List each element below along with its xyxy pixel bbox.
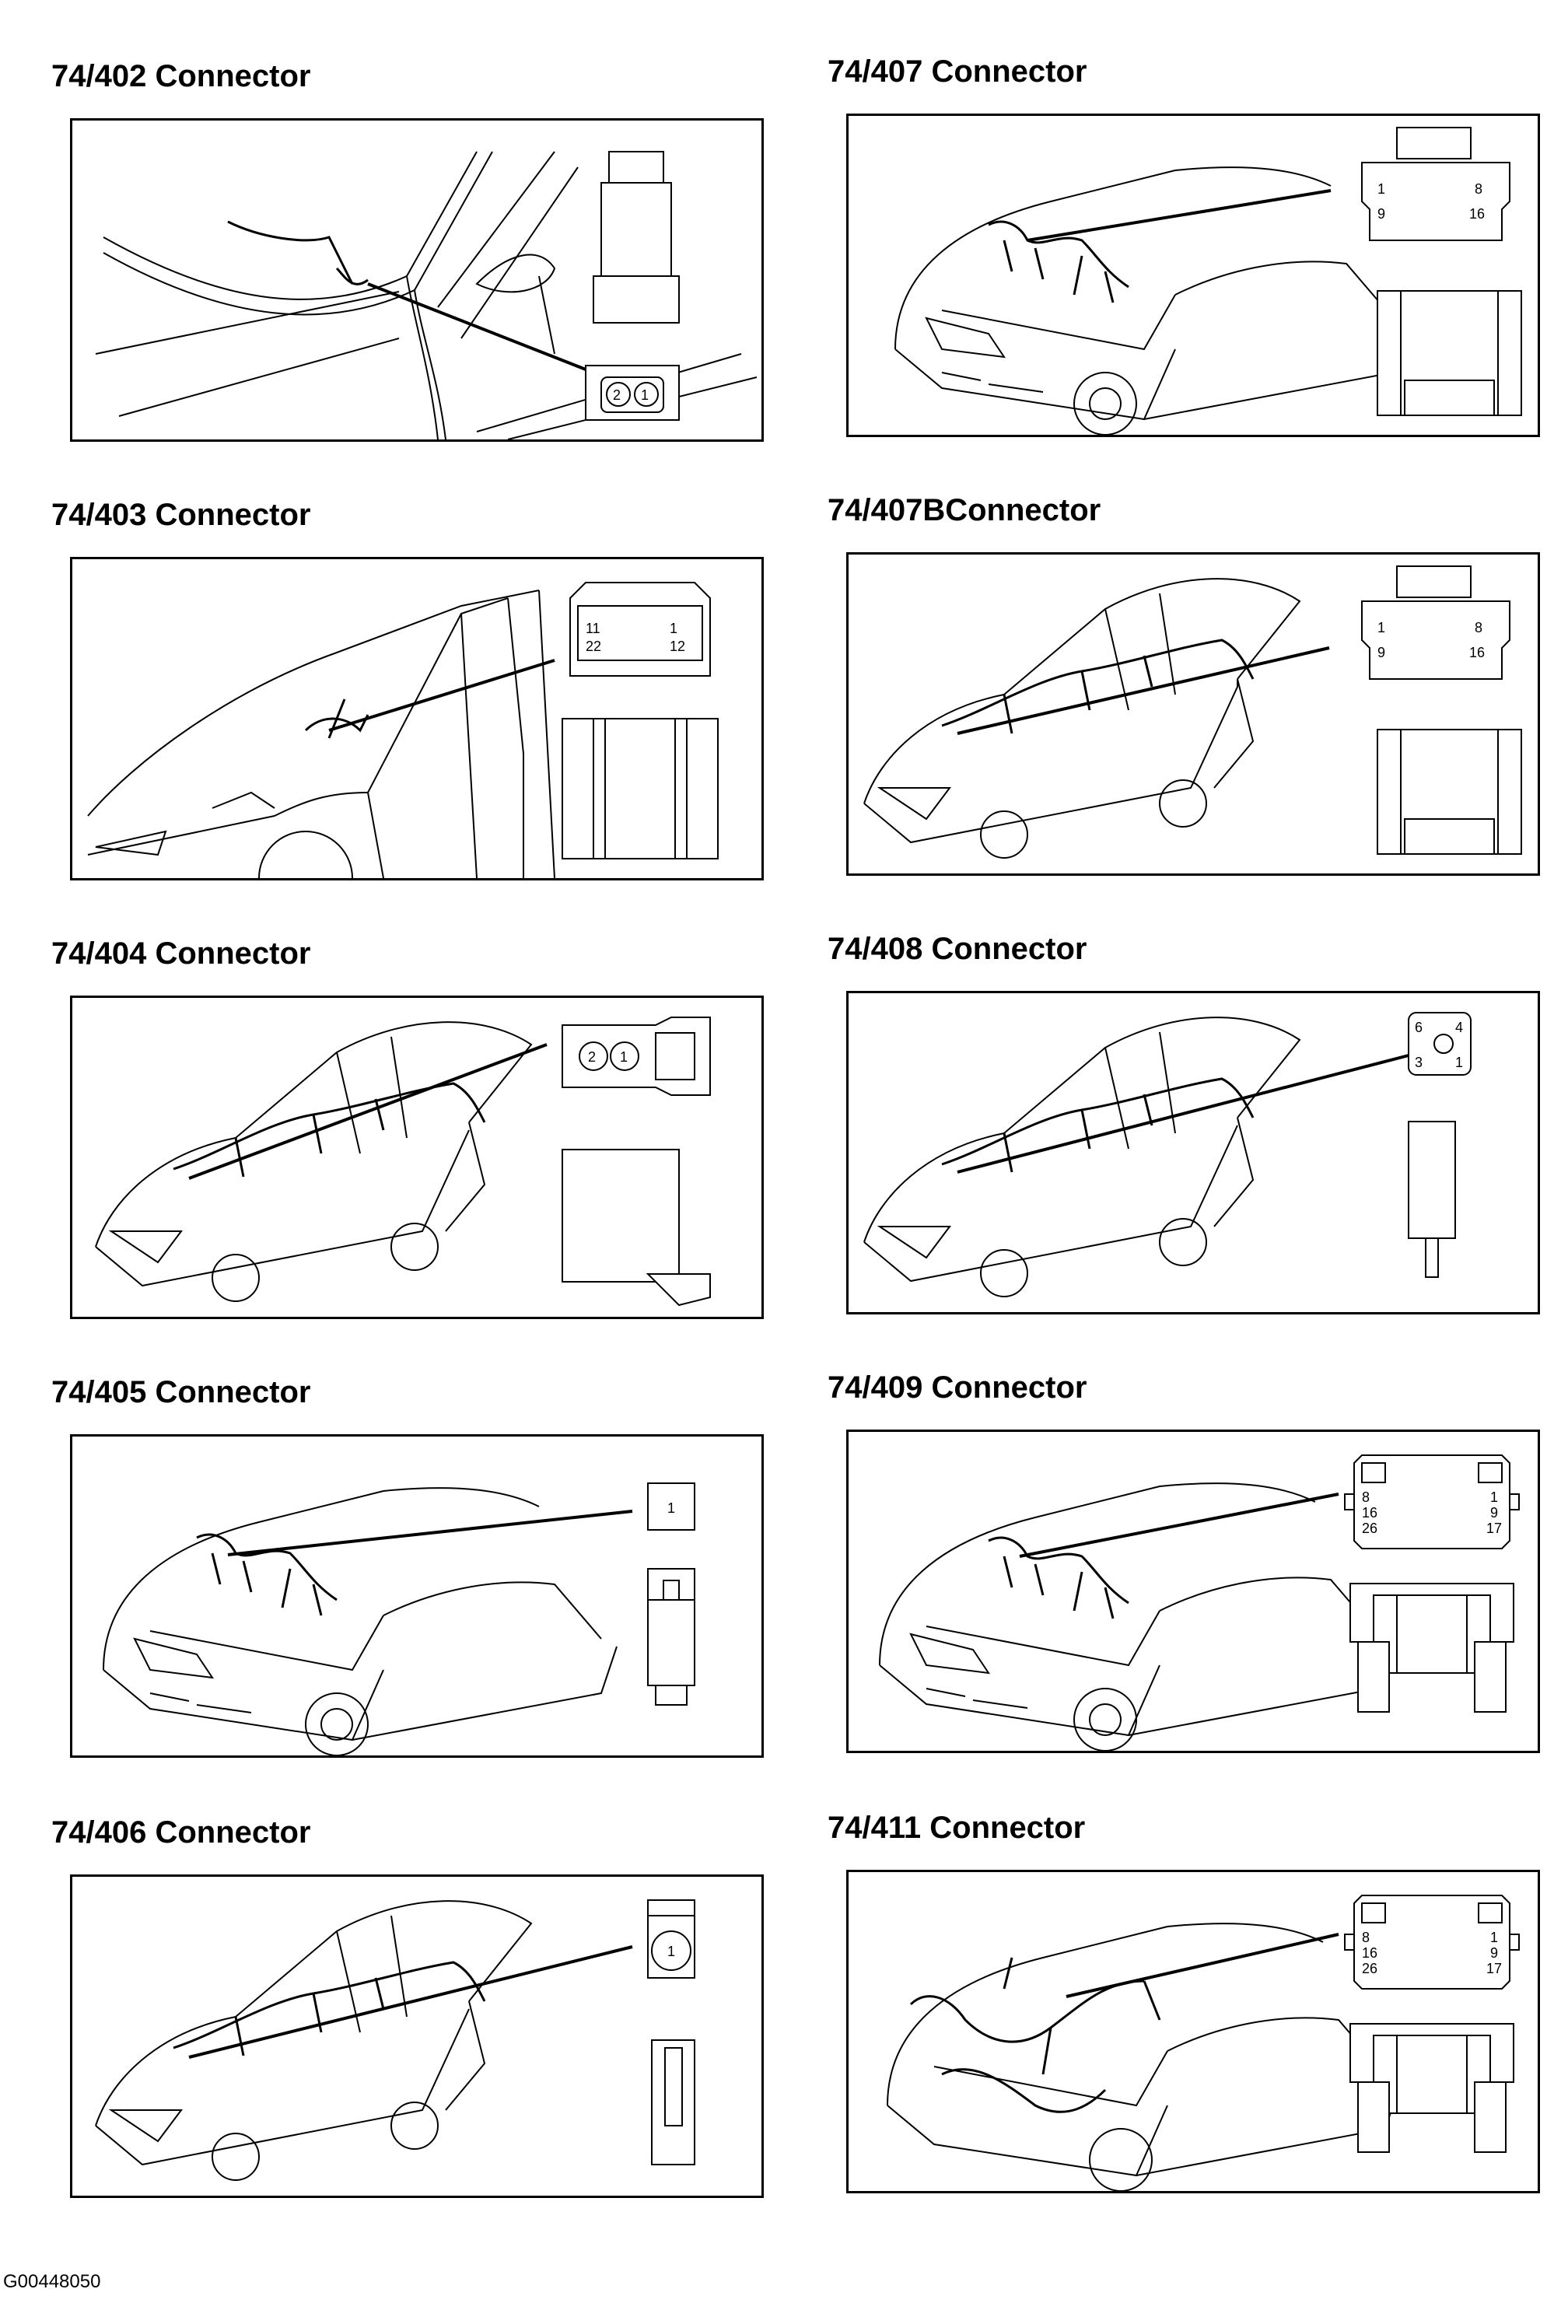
pin-label: 1 xyxy=(620,1049,628,1065)
panel-74-407b: 1 8 9 16 xyxy=(846,552,1540,876)
title-74-403: 74/403 Connector xyxy=(51,498,311,532)
title-74-406: 74/406 Connector xyxy=(51,1815,311,1850)
pin-label: 16 xyxy=(1362,1945,1377,1961)
pin-label: 1 xyxy=(1377,620,1385,635)
pin-label: 26 xyxy=(1362,1521,1377,1536)
pin-label: 16 xyxy=(1469,206,1485,222)
figure-code: G00448050 xyxy=(3,2271,101,2292)
connector-407-drawing: 1 8 9 16 xyxy=(1361,127,1522,416)
pin-label: 4 xyxy=(1455,1020,1463,1035)
pin-label: 2 xyxy=(613,387,621,403)
pin-label: 8 xyxy=(1362,1489,1370,1505)
pin-label: 1 xyxy=(667,1500,675,1516)
car-full-illustration xyxy=(863,1017,1409,1297)
car-front-illustration xyxy=(879,1482,1394,1751)
pin-label: 8 xyxy=(1475,620,1482,635)
pin-label: 1 xyxy=(1377,181,1385,197)
pin-label: 12 xyxy=(670,639,685,654)
pin-label: 1 xyxy=(1490,1489,1498,1505)
pin-label: 1 xyxy=(1455,1055,1463,1070)
car-front-illustration xyxy=(103,1487,633,1755)
pin-label: 9 xyxy=(1490,1945,1498,1961)
connector-409-drawing: 8 1 16 9 26 17 xyxy=(1344,1454,1520,1713)
pin-label: 8 xyxy=(1362,1930,1370,1945)
connector-403-drawing: 11 1 22 12 xyxy=(562,582,719,859)
panel-74-407: 1 8 9 16 xyxy=(846,114,1540,437)
pin-label: 2 xyxy=(588,1049,596,1065)
connector-407b-drawing: 1 8 9 16 xyxy=(1361,565,1522,855)
panel-74-403: 11 1 22 12 xyxy=(70,557,764,880)
panel-74-408: 6 4 3 1 xyxy=(846,991,1540,1314)
pin-label: 1 xyxy=(1490,1930,1498,1945)
pin-label: 11 xyxy=(586,621,600,636)
panel-74-411: 8 1 16 9 26 17 xyxy=(846,1870,1540,2193)
pin-label: 9 xyxy=(1490,1505,1498,1521)
title-74-411: 74/411 Connector xyxy=(828,1811,1086,1845)
title-74-408: 74/408 Connector xyxy=(828,932,1087,966)
car-full-illustration xyxy=(95,1900,633,2181)
pin-label: 26 xyxy=(1362,1961,1377,1976)
title-74-407: 74/407 Connector xyxy=(828,54,1087,89)
pin-label: 17 xyxy=(1486,1521,1502,1536)
pin-label: 16 xyxy=(1469,645,1485,660)
car-side-illustration xyxy=(87,590,555,878)
door-mirror-illustration xyxy=(95,151,758,439)
pin-label: 1 xyxy=(670,621,677,636)
title-74-407b: 74/407BConnector xyxy=(828,493,1101,527)
connector-411-drawing: 8 1 16 9 26 17 xyxy=(1344,1895,1520,2153)
car-full-illustration xyxy=(863,578,1330,859)
pin-label: 22 xyxy=(586,639,601,654)
title-74-405: 74/405 Connector xyxy=(51,1375,311,1409)
pin-label: 9 xyxy=(1377,645,1385,660)
panel-74-406: 1 xyxy=(70,1874,764,2198)
connector-406-drawing: 1 xyxy=(647,1899,695,2165)
pin-label: 1 xyxy=(641,387,649,403)
pin-label: 1 xyxy=(667,1944,675,1959)
panel-74-404: 2 1 xyxy=(70,996,764,1319)
pin-label: 16 xyxy=(1362,1505,1377,1521)
pin-label: 3 xyxy=(1415,1055,1423,1070)
connector-402-drawing: 2 1 xyxy=(585,151,680,421)
pin-label: 6 xyxy=(1415,1020,1423,1035)
title-74-402: 74/402 Connector xyxy=(51,59,311,93)
connector-405-drawing: 1 xyxy=(647,1482,695,1706)
panel-74-402: 2 1 xyxy=(70,118,764,442)
title-74-409: 74/409 Connector xyxy=(828,1370,1087,1405)
title-74-404: 74/404 Connector xyxy=(51,936,311,971)
connector-408-drawing: 6 4 3 1 xyxy=(1408,1012,1472,1278)
pin-label: 17 xyxy=(1486,1961,1502,1976)
panel-74-405: 1 xyxy=(70,1434,764,1758)
panel-74-409: 8 1 16 9 26 17 xyxy=(846,1430,1540,1753)
connector-404-drawing: 2 1 xyxy=(562,1017,711,1307)
car-full-illustration xyxy=(95,1021,548,1302)
pin-label: 8 xyxy=(1475,181,1482,197)
pin-label: 9 xyxy=(1377,206,1385,222)
